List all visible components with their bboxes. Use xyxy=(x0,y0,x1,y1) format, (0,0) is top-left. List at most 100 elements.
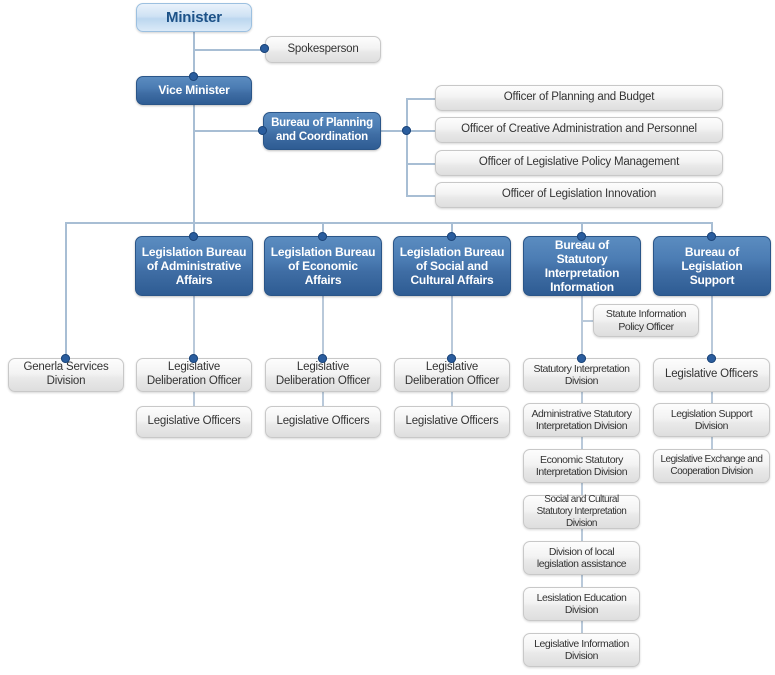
node-col4-administrative-statutory-interpretation-division[interactable]: Administrative Statutory Interpretation … xyxy=(523,403,640,437)
node-col3-child-1-label: Legislative Officers xyxy=(405,415,499,428)
connector-bus-drop-2 xyxy=(322,222,324,236)
node-officer-creative-administration[interactable]: Officer of Creative Administration and P… xyxy=(435,117,723,143)
node-col3-child-0-label: Legislative Deliberation Officer xyxy=(404,361,500,387)
node-officer-planning-budget-label: Officer of Planning and Budget xyxy=(503,91,655,104)
node-col2-child-1-label: Legislative Officers xyxy=(276,415,370,428)
node-officer-planning-budget[interactable]: Officer of Planning and Budget xyxy=(435,85,723,111)
node-bureau-social-cultural-affairs-label: Legislation Bureau of Social and Cultura… xyxy=(399,244,505,288)
node-col5-legislative-officers[interactable]: Legislative Officers xyxy=(653,358,770,392)
connector-dot-col5 xyxy=(707,354,716,363)
node-col2-child-0-label: Legislative Deliberation Officer xyxy=(275,361,371,387)
node-bureau-planning-line2: and Coordination xyxy=(276,131,368,143)
node-col5-child-1-label: Legislation Support Division xyxy=(670,407,753,432)
node-officer-legislation-innovation-label: Officer of Legislation Innovation xyxy=(501,188,657,201)
node-col4-lesislation-education-division[interactable]: Lesislation Education Division xyxy=(523,587,640,621)
node-bureau-planning-line1: Bureau of Planning xyxy=(271,117,373,130)
connector-dot-vice-minister xyxy=(189,72,198,81)
connector-bus-drop-3 xyxy=(451,222,453,236)
node-col1-child-0-label: Legislative Deliberation Officer xyxy=(146,361,242,387)
connector-col5-drop xyxy=(711,296,713,360)
node-bureau-statutory-interpretation-information-label: Bureau of Statutory Interpretation Infor… xyxy=(544,237,620,295)
node-col4-child-3-label: Social and Cultural Statutory Interpreta… xyxy=(536,494,627,529)
connector-spokesperson xyxy=(193,49,265,51)
connector-dot-general-services xyxy=(61,354,70,363)
node-bureau-economic-affairs-label: Legislation Bureau of Economic Affairs xyxy=(270,244,376,288)
connector-officer-3 xyxy=(406,163,436,165)
node-bureau-administrative-affairs-label: Legislation Bureau of Administrative Aff… xyxy=(141,244,247,288)
connector-col1-drop xyxy=(193,296,195,360)
node-col2-legislative-deliberation-officer[interactable]: Legislative Deliberation Officer xyxy=(265,358,381,392)
connector-bus-drop-4 xyxy=(581,222,583,236)
node-bureau-administrative-affairs[interactable]: Legislation Bureau of Administrative Aff… xyxy=(135,236,253,296)
connector-dot-bureau-4 xyxy=(577,232,586,241)
connector-dot-col3 xyxy=(447,354,456,363)
connector-vice-minister-trunk xyxy=(193,104,195,224)
node-minister[interactable]: Minister xyxy=(136,3,252,32)
connector-officer-4 xyxy=(406,195,436,197)
node-col4-child-5-label: Lesislation Education Division xyxy=(536,591,627,616)
node-officer-legislative-policy[interactable]: Officer of Legislative Policy Management xyxy=(435,150,723,176)
node-bureau-economic-affairs[interactable]: Legislation Bureau of Economic Affairs xyxy=(264,236,382,296)
connector-bureau-planning xyxy=(193,130,263,132)
connector-col3-sub xyxy=(451,392,453,406)
node-col4-child-1-label: Administrative Statutory Interpretation … xyxy=(531,407,632,432)
node-spokesperson-label: Spokesperson xyxy=(287,42,359,55)
connector-dot-bureau-3 xyxy=(447,232,456,241)
connector-officers-bus xyxy=(406,98,408,196)
connector-dot-col2 xyxy=(318,354,327,363)
node-spokesperson[interactable]: Spokesperson xyxy=(265,36,381,63)
node-col4-child-6-label: Legislative Information Division xyxy=(534,637,629,662)
node-statute-information-policy-officer-label: Statute Information Policy Officer xyxy=(605,308,687,333)
connector-statute-policy-officer xyxy=(581,320,603,322)
connector-col1-sub xyxy=(193,392,195,406)
node-officer-legislation-innovation[interactable]: Officer of Legislation Innovation xyxy=(435,182,723,208)
node-vice-minister-label: Vice Minister xyxy=(158,83,230,98)
node-col4-child-2-label: Economic Statutory Interpretation Divisi… xyxy=(535,453,628,478)
connector-dot-bureau-5 xyxy=(707,232,716,241)
node-col4-child-4-label: Division of local legislation assistance xyxy=(536,545,627,570)
connector-col2-sub xyxy=(322,392,324,406)
connector-col2-drop xyxy=(322,296,324,360)
connector-bus-drop-5 xyxy=(711,222,713,236)
node-officer-legislative-policy-label: Officer of Legislative Policy Management xyxy=(478,156,680,169)
node-col3-legislative-officers[interactable]: Legislative Officers xyxy=(394,406,510,438)
node-bureau-planning-coordination[interactable]: Bureau of Planning and Coordination xyxy=(263,112,381,150)
connector-col3-drop xyxy=(451,296,453,360)
node-col4-division-of-local-legislation-assistance[interactable]: Division of local legislation assistance xyxy=(523,541,640,575)
node-officer-creative-administration-label: Officer of Creative Administration and P… xyxy=(461,123,697,136)
node-col2-legislative-officers[interactable]: Legislative Officers xyxy=(265,406,381,438)
node-bureau-statutory-interpretation-information[interactable]: Bureau of Statutory Interpretation Infor… xyxy=(523,236,641,296)
connector-dot-bureau-1 xyxy=(189,232,198,241)
node-col1-legislative-deliberation-officer[interactable]: Legislative Deliberation Officer xyxy=(136,358,252,392)
connector-officer-1 xyxy=(406,98,436,100)
node-col5-child-0-label: Legislative Officers xyxy=(665,368,758,381)
node-col1-child-1-label: Legislative Officers xyxy=(147,415,241,428)
connector-main-bus xyxy=(65,222,713,224)
node-col5-legislative-exchange-cooperation-division[interactable]: Legislative Exchange and Cooperation Div… xyxy=(653,449,770,483)
connector-col4-drop xyxy=(581,296,583,360)
node-col3-legislative-deliberation-officer[interactable]: Legislative Deliberation Officer xyxy=(394,358,510,392)
node-col5-legislation-support-division[interactable]: Legislation Support Division xyxy=(653,403,770,437)
node-bureau-legislation-support[interactable]: Bureau of Legislation Support xyxy=(653,236,771,296)
node-bureau-social-cultural-affairs[interactable]: Legislation Bureau of Social and Cultura… xyxy=(393,236,511,296)
connector-dot-bureau-planning-left xyxy=(258,126,267,135)
node-col4-statutory-interpretation-division[interactable]: Statutory Interpretation Division xyxy=(523,358,640,392)
connector-general-services xyxy=(65,222,67,358)
connector-dot-bureau-2 xyxy=(318,232,327,241)
connector-bus-drop-1 xyxy=(193,222,195,236)
node-statute-information-policy-officer[interactable]: Statute Information Policy Officer xyxy=(593,304,699,337)
node-col4-economic-statutory-interpretation-division[interactable]: Economic Statutory Interpretation Divisi… xyxy=(523,449,640,483)
connector-dot-col1 xyxy=(189,354,198,363)
connector-dot-bureau-planning-right xyxy=(402,126,411,135)
node-col4-social-cultural-statutory-interpretation-division[interactable]: Social and Cultural Statutory Interpreta… xyxy=(523,494,640,529)
node-col1-legislative-officers[interactable]: Legislative Officers xyxy=(136,406,252,438)
connector-minister-trunk xyxy=(193,32,195,82)
node-general-services-division[interactable]: Generla Services Division xyxy=(8,358,124,392)
node-col4-legislative-information-division[interactable]: Legislative Information Division xyxy=(523,633,640,667)
connector-dot-spokesperson xyxy=(260,44,269,53)
node-general-services-division-label: Generla Services Division xyxy=(23,361,109,387)
node-col5-child-2-label: Legislative Exchange and Cooperation Div… xyxy=(660,454,763,477)
connector-dot-col4 xyxy=(577,354,586,363)
node-vice-minister[interactable]: Vice Minister xyxy=(136,76,252,105)
